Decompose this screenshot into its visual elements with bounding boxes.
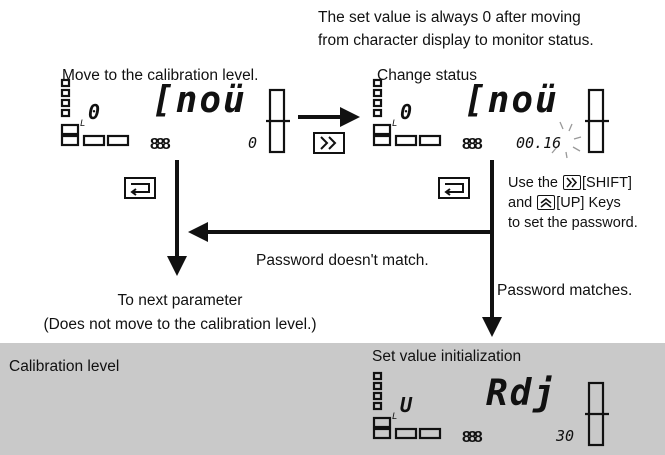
bottom-digit-bars: 888 [462,429,483,446]
shift-label: [SHIFT] [582,175,632,191]
top-note-line1: The set value is always 0 after moving [318,9,581,26]
middle-unit-l: L [392,119,398,129]
bottom-value: 30 [556,427,575,445]
top-note-line2: from character display to monitor status… [318,32,594,49]
left-sub-value: 0 [88,100,101,124]
shift-key-button [313,132,345,154]
calibration-level-band [0,343,665,455]
up-key-icon [537,195,556,210]
bottom-main-display: Rdj [486,373,558,414]
bottom-display-frame [372,371,609,447]
password-no-match-label: Password doesn't match. [256,252,429,269]
use-the-text: Use the [508,175,558,191]
and-text: and [508,195,533,211]
set-value-init-label: Set value initialization [372,348,522,365]
to-next-parameter-label: To next parameter [117,292,243,309]
calibration-level-label: Calibration level [9,358,120,375]
left-unit-l: L [80,119,86,129]
shift-key-icon [563,175,582,190]
does-not-move-label: (Does not move to the calibration level.… [43,316,317,333]
middle-sub-value: 0 [400,100,413,124]
bottom-sub-value: U [400,393,413,417]
bottom-unit-l: L [392,412,398,422]
password-matches-label: Password matches. [497,282,633,299]
use-keys-line3: to set the password. [508,215,638,231]
left-main-display: [noü [152,80,247,121]
middle-value: 00.16 [516,134,562,152]
use-keys-line1: Use the [SHIFT] [508,174,632,192]
left-display-frame [60,78,290,154]
mode-key-right [438,177,470,199]
left-value: 0 [248,134,258,152]
move-to-calibration-label: Move to the calibration level. [62,67,259,84]
middle-digit-bars: 888 [462,136,483,153]
use-keys-line2: and [UP] Keys [508,194,621,212]
blinking-digit-icon [551,121,582,159]
middle-main-display: [noü [464,80,559,121]
middle-display-frame [372,78,609,154]
left-digit-bars: 888 [150,136,171,153]
mode-key-left [124,177,156,199]
up-label: [UP] Keys [556,195,621,211]
change-status-label: Change status [377,67,477,84]
